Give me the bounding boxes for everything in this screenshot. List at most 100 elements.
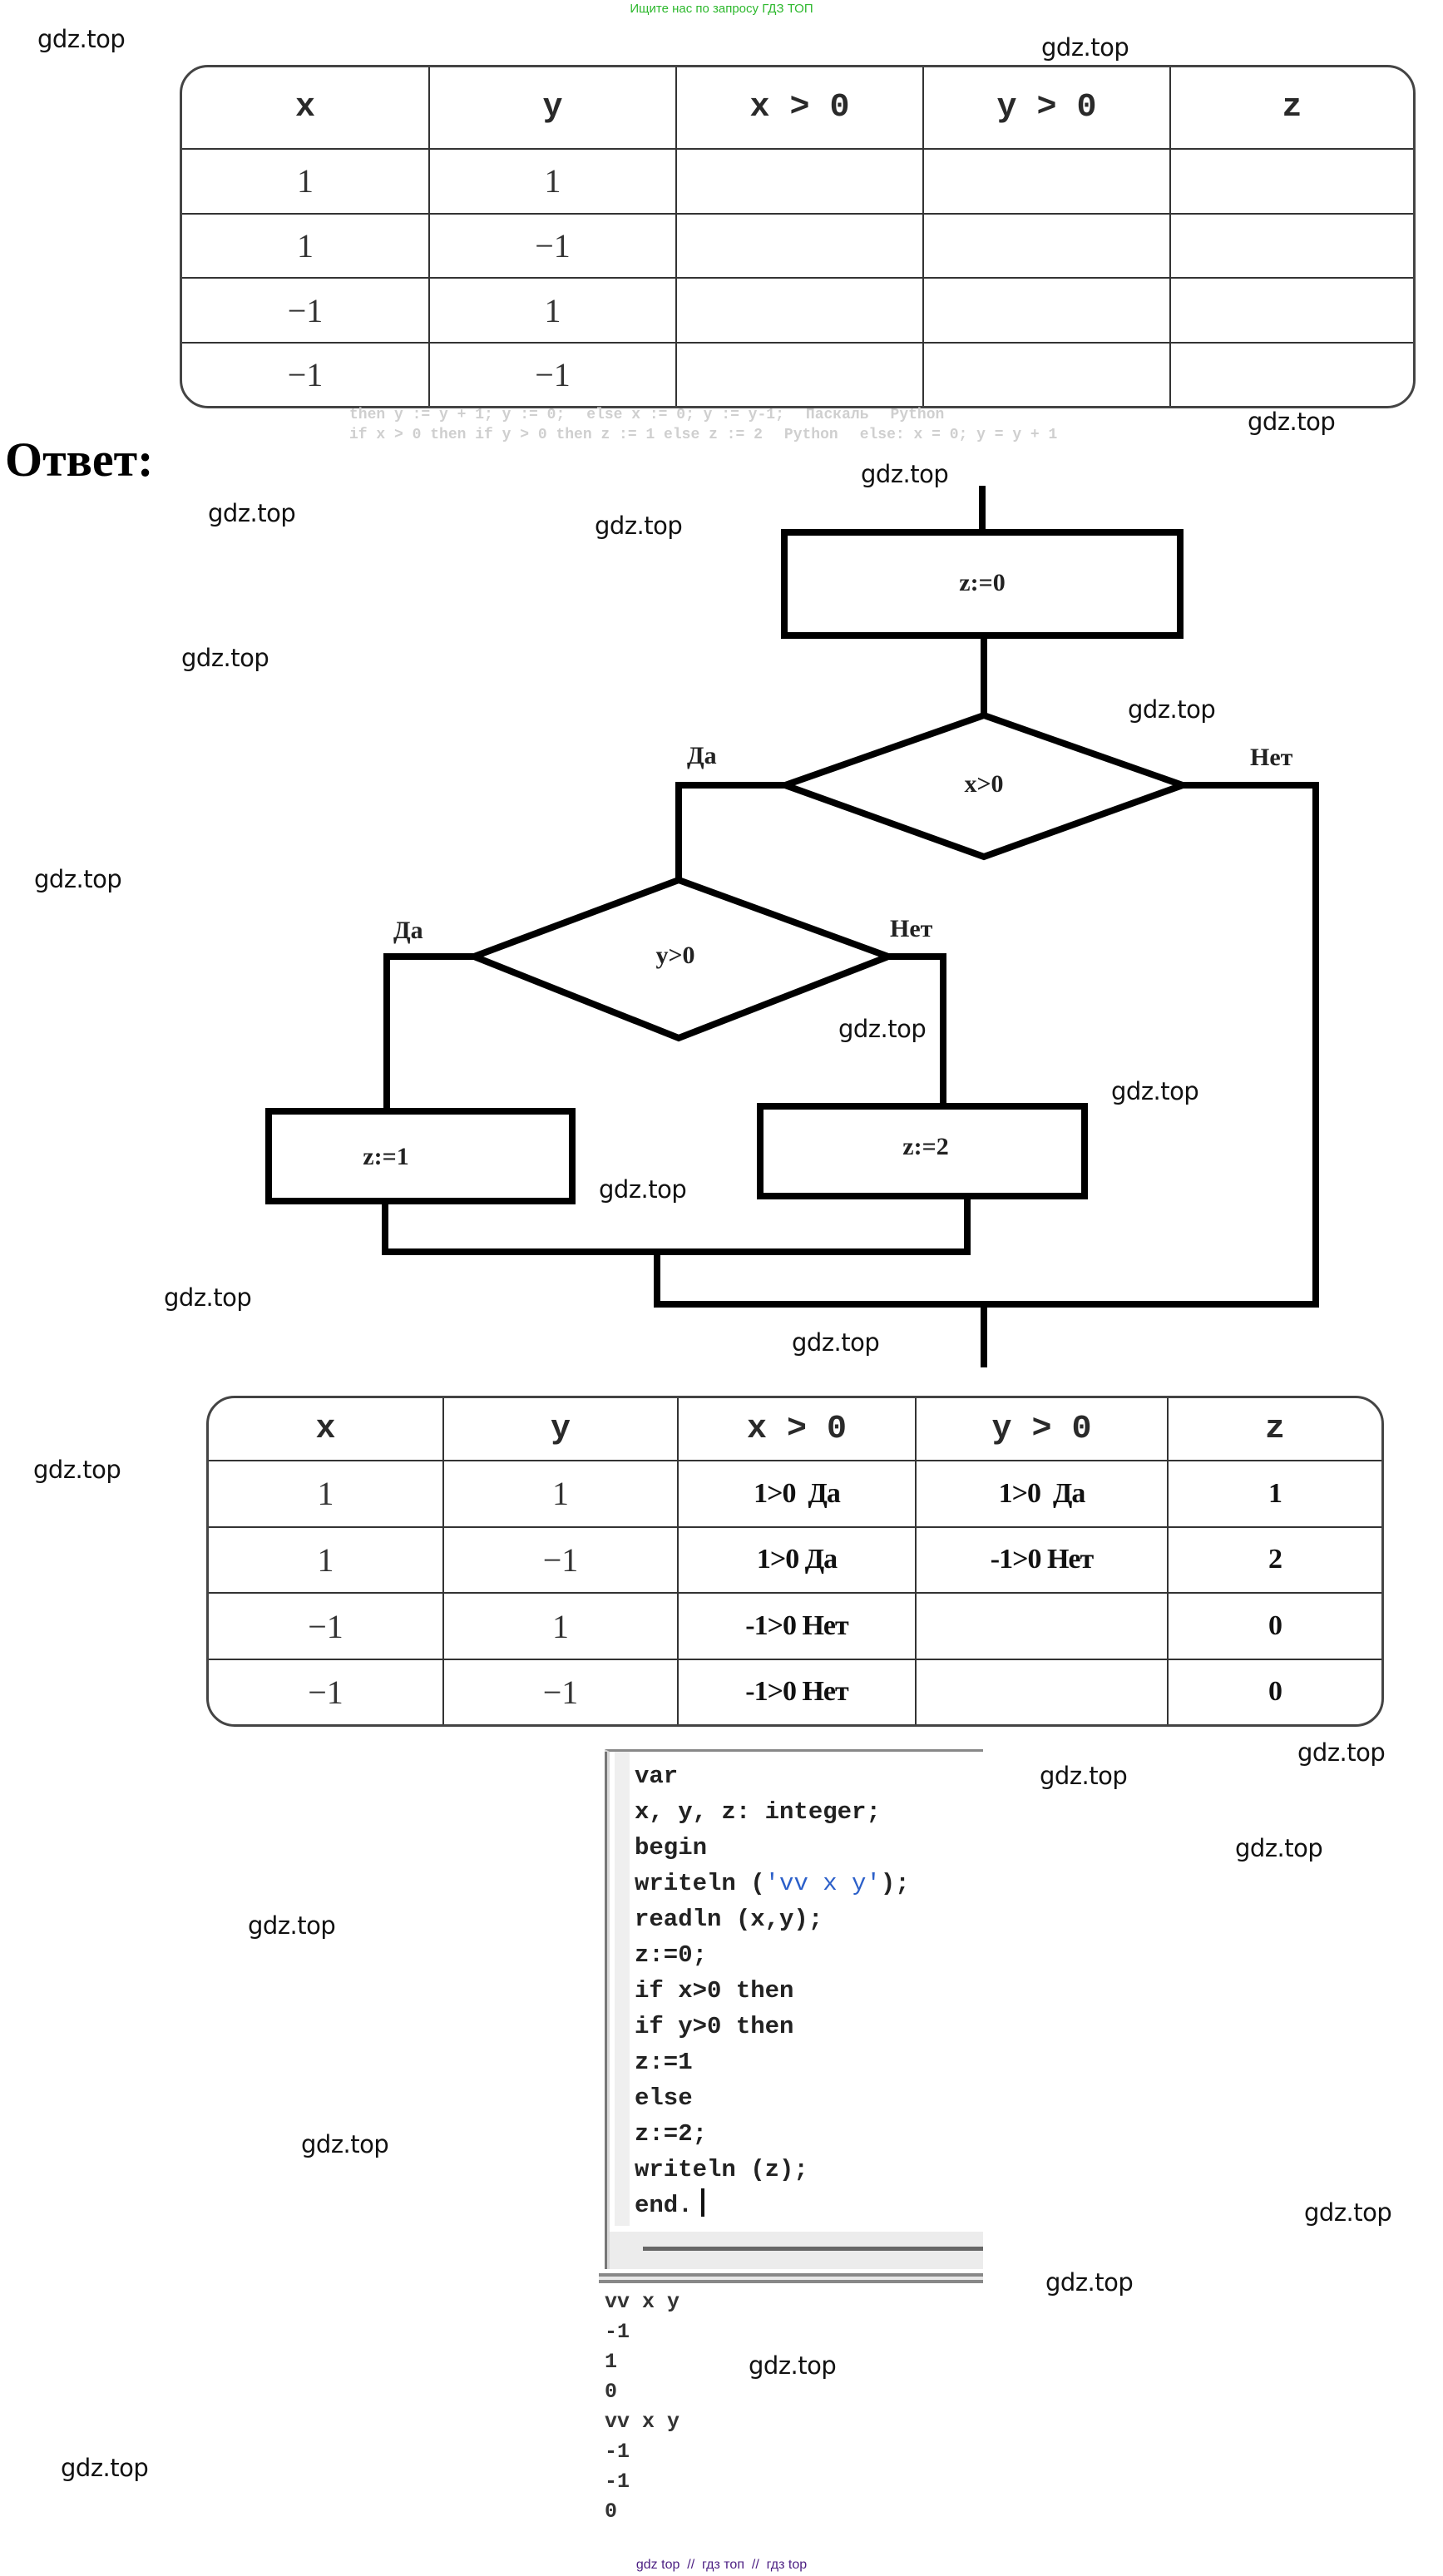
flowchart: z:=0 x>0 Да Нет y>0 Да Нет z:=1 z:=2 [265, 486, 1319, 1367]
decision-x-no-label: Нет [1250, 744, 1293, 771]
task-table: x y x > 0 y > 0 z 1 1 1 −1 −1 1 [180, 65, 1416, 408]
cell-y: 1 [428, 277, 677, 344]
cell-x-gt-0[interactable] [675, 148, 924, 215]
cell-y-gt-0[interactable] [922, 277, 1171, 344]
console-line: -1 [605, 2320, 630, 2344]
search-banner[interactable]: Ищите нас по запросу ГДЗ ТОП [630, 2, 813, 16]
watermark: gdz.top [838, 1015, 927, 1043]
cell-z[interactable] [1169, 277, 1413, 344]
code-text[interactable]: var x, y, z: integer; begin writeln ('vv… [635, 1758, 910, 2223]
cell-z[interactable] [1169, 212, 1413, 279]
watermark: gdz.top [164, 1283, 252, 1312]
code-token: end. [635, 2192, 693, 2219]
flow-merge-inner [382, 1193, 971, 1255]
cell-x-gt-0: 1>0 Да [677, 1525, 917, 1595]
table-row: −1 1 -1>0 Нет 0 [209, 1592, 1381, 1660]
console-line: -1 [605, 2470, 630, 2494]
code-token: ); [880, 1870, 910, 1897]
console-line: vv x y [605, 2410, 680, 2434]
console-line: vv x y [605, 2290, 680, 2314]
code-line: x, y, z: integer; [635, 1798, 881, 1826]
cell-x: −1 [182, 341, 430, 406]
console-output: vv x y -1 1 0 vv x y -1 -1 0 [605, 2287, 679, 2527]
decision-y-no-label: Нет [890, 915, 933, 942]
code-token: writeln ( [635, 1870, 765, 1897]
cell-y-gt-0[interactable] [922, 212, 1171, 279]
ghost-text: if x > 0 then if y > 0 then z := 1 else … [349, 427, 763, 443]
cell-x: 1 [209, 1525, 444, 1595]
ghost-text: Python [890, 407, 945, 423]
cell-y: −1 [442, 1525, 679, 1595]
output-pane-splitter[interactable] [599, 2273, 983, 2283]
cell-x-gt-0[interactable] [675, 341, 924, 406]
code-line: else [635, 2084, 693, 2112]
header-x-gt-0: x > 0 [675, 67, 924, 150]
cell-x-gt-0[interactable] [675, 277, 924, 344]
table-row: 1 −1 [182, 212, 1413, 279]
cell-z: 1 [1167, 1460, 1381, 1528]
table-header-row: x y x > 0 y > 0 z [182, 67, 1413, 150]
watermark: gdz.top [1041, 33, 1129, 62]
cell-x: −1 [209, 1658, 444, 1724]
code-line: writeln ('vv x y'); [635, 1866, 910, 1901]
header-y-gt-0: y > 0 [915, 1398, 1169, 1461]
cell-z[interactable] [1169, 148, 1413, 215]
cell-x-gt-0: -1>0 Нет [677, 1592, 917, 1660]
flow-line-yes-y [383, 953, 477, 1115]
header-x: x [182, 67, 430, 150]
cell-y: 1 [428, 148, 677, 215]
answer-table: x y x > 0 y > 0 z 1 1 1>0 Да 1>0 Да 1 1 … [206, 1396, 1384, 1727]
watermark: gdz.top [1304, 2198, 1392, 2227]
cell-y-gt-0[interactable] [922, 148, 1171, 215]
editor-gutter [615, 1752, 630, 2226]
decision-x [775, 711, 1193, 861]
header-y: y [428, 67, 677, 150]
cell-x-gt-0: -1>0 Нет [677, 1658, 917, 1724]
cell-y: 1 [442, 1460, 679, 1528]
watermark: gdz.top [1297, 1738, 1386, 1767]
block-init-label: z:=0 [959, 569, 1005, 596]
cell-y: 1 [442, 1592, 679, 1660]
code-line: z:=2; [635, 2120, 708, 2148]
watermark: gdz.top [1128, 695, 1216, 724]
table-row: 1 −1 1>0 Да -1>0 Нет 2 [209, 1525, 1381, 1595]
horizontal-scrollbar[interactable] [610, 2232, 983, 2269]
header-x-gt-0: x > 0 [677, 1398, 917, 1461]
cell-z: 0 [1167, 1592, 1381, 1660]
watermark: gdz.top [37, 25, 126, 53]
cell-z: 0 [1167, 1658, 1381, 1724]
console-line: 1 [605, 2350, 618, 2374]
text-caret [700, 2188, 704, 2217]
ghost-text: Паскаль [805, 407, 869, 423]
cell-x: −1 [182, 277, 430, 344]
watermark: gdz.top [599, 1175, 687, 1204]
scrollbar-thumb[interactable] [643, 2247, 983, 2251]
cell-y-gt-0[interactable] [922, 341, 1171, 406]
editor-left-border [605, 1752, 607, 2269]
decision-x-yes-label: Да [687, 742, 717, 769]
cell-y-gt-0 [915, 1658, 1169, 1724]
cell-z[interactable] [1169, 341, 1413, 406]
code-string-literal: 'vv x y' [764, 1870, 881, 1897]
cell-x: 1 [209, 1460, 444, 1528]
cell-y-gt-0: 1>0 Да [915, 1460, 1169, 1528]
flow-line-no-y [885, 953, 946, 1110]
block-z2 [757, 1103, 1088, 1199]
watermark: gdz.top [61, 2454, 149, 2482]
watermark: gdz.top [301, 2130, 389, 2158]
background-ghost-text: if x > 0 then if y > 0 then z := 1 else … [349, 426, 1079, 444]
watermark: gdz.top [33, 1456, 121, 1484]
code-line: var [635, 1763, 679, 1790]
cell-y: −1 [428, 341, 677, 406]
watermark: gdz.top [208, 499, 296, 527]
watermark: gdz.top [1235, 1834, 1323, 1862]
code-editor[interactable]: var x, y, z: integer; begin writeln ('vv… [605, 1749, 983, 2269]
cell-z: 2 [1167, 1525, 1381, 1595]
decision-x-label: x>0 [964, 770, 1003, 798]
footer-links[interactable]: gdz top // гдз топ // гдз top [635, 2558, 808, 2572]
table-row: −1 1 [182, 277, 1413, 344]
cell-x-gt-0[interactable] [675, 212, 924, 279]
table-row: −1 −1 -1>0 Нет 0 [209, 1658, 1381, 1724]
cell-y: −1 [442, 1658, 679, 1724]
code-line: if x>0 then [635, 1977, 794, 2005]
